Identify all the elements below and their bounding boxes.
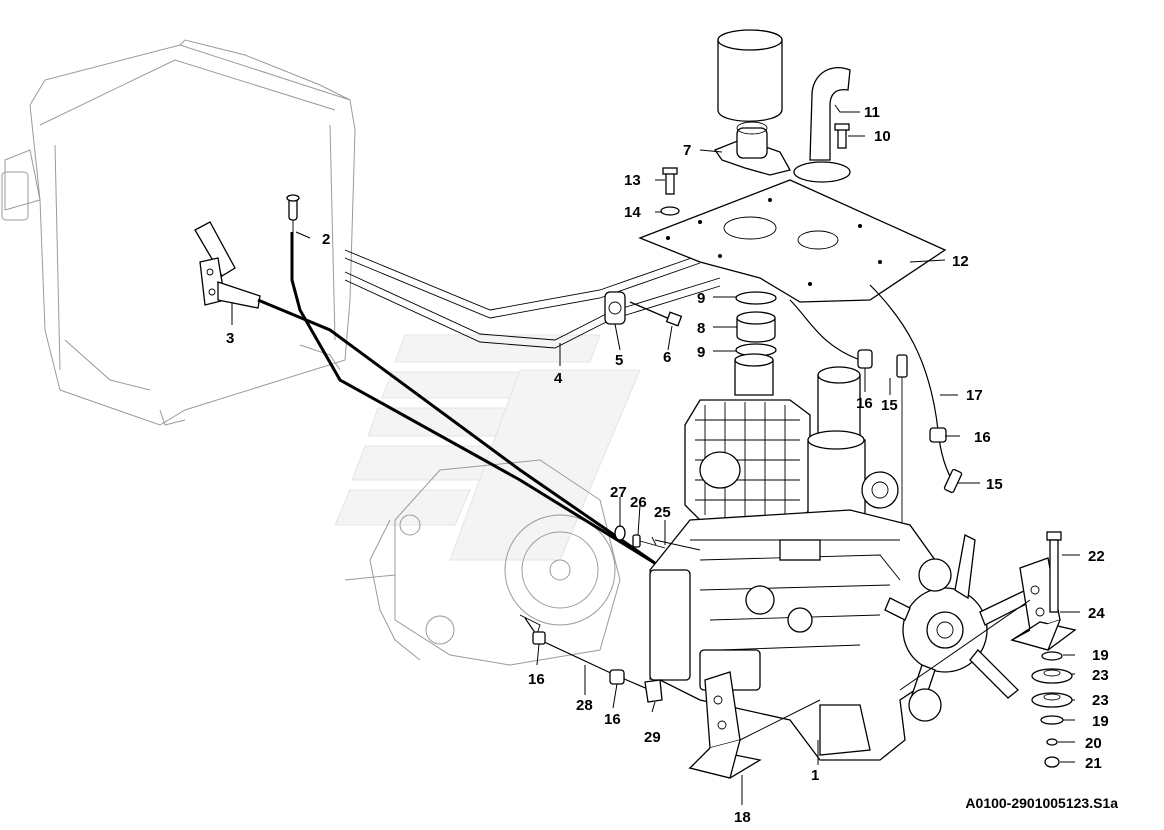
bolt-22 [1046, 531, 1062, 613]
callout-3: 3 [226, 330, 234, 347]
callout-19-a: 19 [1092, 647, 1109, 664]
isolator-23-top [1031, 668, 1073, 684]
hose-17 [869, 284, 956, 486]
callout-9-lower: 9 [697, 344, 705, 361]
callout-21: 21 [1085, 755, 1102, 772]
callout-20: 20 [1085, 735, 1102, 752]
callout-28: 28 [576, 697, 593, 714]
callout-29: 29 [644, 729, 661, 746]
callout-23-a: 23 [1092, 667, 1109, 684]
washer-14 [660, 206, 680, 216]
washer-19-bottom [1040, 715, 1064, 725]
hose-clamp-upper [735, 291, 777, 305]
cooling-fan [884, 534, 1035, 722]
callout-9-upper: 9 [697, 290, 705, 307]
exhaust-pipe [793, 67, 851, 183]
callout-5: 5 [615, 352, 623, 369]
stud-26 [632, 534, 666, 549]
stud-25 [651, 536, 701, 551]
intake-hose-8 [736, 311, 776, 343]
clamp-16-right [929, 427, 947, 443]
cable-end-2 [286, 194, 300, 235]
callout-4: 4 [554, 370, 563, 387]
bolt-10 [834, 123, 850, 149]
callout-12: 12 [952, 253, 969, 270]
callout-15-b: 15 [986, 476, 1003, 493]
callout-15-a: 15 [881, 397, 898, 414]
bolt-6 [629, 301, 683, 327]
air-filter-housing [684, 353, 811, 526]
nut-20 [1046, 738, 1058, 746]
callout-24: 24 [1088, 605, 1105, 622]
callout-25: 25 [654, 504, 671, 521]
callout-8: 8 [697, 320, 705, 337]
callout-2: 2 [322, 231, 330, 248]
grommet-5 [604, 291, 626, 325]
watermark-logo [334, 334, 641, 561]
callout-27: 27 [610, 484, 627, 501]
washer-19-top [1041, 651, 1063, 661]
engine-block [649, 471, 936, 761]
nut-21 [1044, 756, 1060, 768]
fitting-15-lower [943, 468, 963, 494]
callout-26: 26 [630, 494, 647, 511]
callout-11: 11 [864, 104, 880, 121]
callout-labels: 7 11 10 13 14 12 9 8 9 2 3 4 5 6 16 15 1… [226, 104, 1109, 826]
isolator-23-bottom [1031, 692, 1073, 708]
callout-18: 18 [734, 809, 751, 826]
callout-16-d: 16 [604, 711, 621, 728]
callout-16-a: 16 [856, 395, 873, 412]
throttle-pedal [194, 221, 261, 309]
callout-16-c: 16 [528, 671, 545, 688]
callout-13: 13 [624, 172, 641, 189]
machine-cab-outline [1, 39, 356, 426]
mounting-plate [638, 179, 947, 303]
bolt-13 [662, 167, 678, 195]
leader-lines [231, 104, 1080, 805]
drawing-reference-code: A0100-2901005123.S1a [965, 795, 1118, 811]
engine-mount-left [688, 671, 762, 779]
callout-23-b: 23 [1092, 692, 1109, 709]
callout-17: 17 [966, 387, 983, 404]
callout-7: 7 [683, 142, 691, 159]
drain-line [519, 614, 663, 703]
air-filter-bracket [713, 121, 791, 176]
frame-rails [344, 249, 721, 349]
hose-mid [789, 299, 861, 361]
fitting-15-upper [896, 354, 908, 540]
washer-27 [614, 525, 626, 541]
clamp-16-upper [857, 349, 873, 369]
callout-16-b: 16 [974, 429, 991, 446]
callout-19-b: 19 [1092, 713, 1109, 730]
callout-10: 10 [874, 128, 891, 145]
callout-1: 1 [811, 767, 819, 784]
air-filter-cap [717, 29, 783, 122]
callout-6: 6 [663, 349, 671, 366]
callout-22: 22 [1088, 548, 1105, 565]
callout-14: 14 [624, 204, 641, 221]
